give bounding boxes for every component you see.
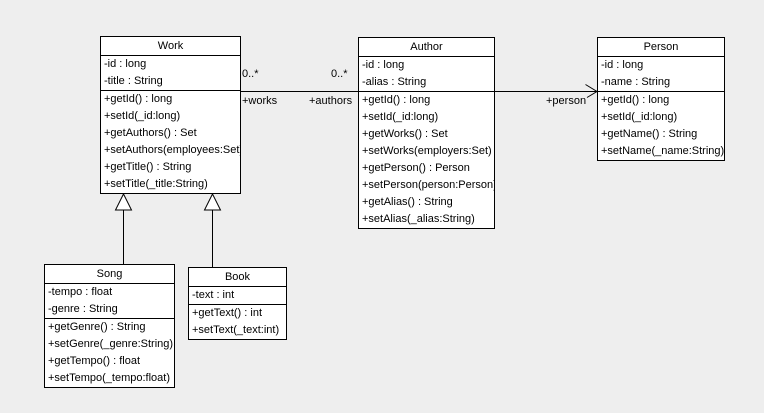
class-attribute: -tempo : float xyxy=(48,286,113,298)
class-name: Author xyxy=(359,38,494,57)
generalization-song-work[interactable] xyxy=(114,192,133,264)
class-method: +setAuthors(employees:Set) xyxy=(104,144,240,156)
class-attribute: -id : long xyxy=(104,58,147,70)
role-label-authors[interactable]: +authors xyxy=(309,95,353,107)
class-name: Song xyxy=(45,265,174,284)
class-attribute: -text : int xyxy=(192,289,235,301)
class-method: +setText(_text:int) xyxy=(192,324,280,336)
class-attribute: -id : long xyxy=(601,59,644,71)
class-box-work[interactable]: Work -id : long -title : String +getId()… xyxy=(100,36,241,194)
class-attribute: -id : long xyxy=(362,59,405,71)
class-method: +setTempo(_tempo:float) xyxy=(48,372,170,384)
class-attribute: -title : String xyxy=(104,75,163,87)
class-box-person[interactable]: Person -id : long -name : String +getId(… xyxy=(597,37,725,161)
class-method: +setId(_id:long) xyxy=(601,111,678,123)
class-method: +setPerson(person:Person) xyxy=(362,179,494,191)
class-attribute: -name : String xyxy=(601,76,671,88)
class-name: Book xyxy=(189,268,286,287)
class-method: +getId() : long xyxy=(104,93,173,105)
multiplicity-label-author-end[interactable]: 0..* xyxy=(331,68,348,80)
class-method: +getTempo() : float xyxy=(48,355,141,367)
hollow-triangle-arrowhead-icon xyxy=(114,192,133,211)
class-method: +setTitle(_title:String) xyxy=(104,178,208,190)
class-method: +getPerson() : Person xyxy=(362,162,470,174)
class-method: +getName() : String xyxy=(601,128,698,140)
class-method: +getGenre() : String xyxy=(48,321,146,333)
class-method: +getAlias() : String xyxy=(362,196,453,208)
class-attribute: -alias : String xyxy=(362,76,427,88)
class-method: +getTitle() : String xyxy=(104,161,192,173)
class-method: +setId(_id:long) xyxy=(104,110,181,122)
role-label-person[interactable]: +person xyxy=(546,95,587,107)
class-method: +getId() : long xyxy=(601,94,670,106)
class-attribute: -genre : String xyxy=(48,303,118,315)
class-method: +getAuthors() : Set xyxy=(104,127,197,139)
class-method: +setGenre(_genre:String) xyxy=(48,338,174,350)
class-name: Person xyxy=(598,38,724,57)
generalization-book-work[interactable] xyxy=(203,192,222,267)
class-method: +setId(_id:long) xyxy=(362,111,439,123)
class-box-book[interactable]: Book -text : int +getText() : int +setTe… xyxy=(188,267,287,340)
class-method: +setAlias(_alias:String) xyxy=(362,213,475,225)
role-label-works[interactable]: +works xyxy=(242,95,278,107)
class-method: +getText() : int xyxy=(192,307,263,319)
class-name: Work xyxy=(101,37,240,56)
class-method: +setName(_name:String) xyxy=(601,145,724,157)
multiplicity-label-work-end[interactable]: 0..* xyxy=(242,68,259,80)
class-box-author[interactable]: Author -id : long -alias : String +getId… xyxy=(358,37,495,229)
class-method: +setWorks(employers:Set) xyxy=(362,145,492,157)
class-method: +getWorks() : Set xyxy=(362,128,448,140)
class-method: +getId() : long xyxy=(362,94,431,106)
hollow-triangle-arrowhead-icon xyxy=(203,192,222,211)
class-box-song[interactable]: Song -tempo : float -genre : String +get… xyxy=(44,264,175,388)
